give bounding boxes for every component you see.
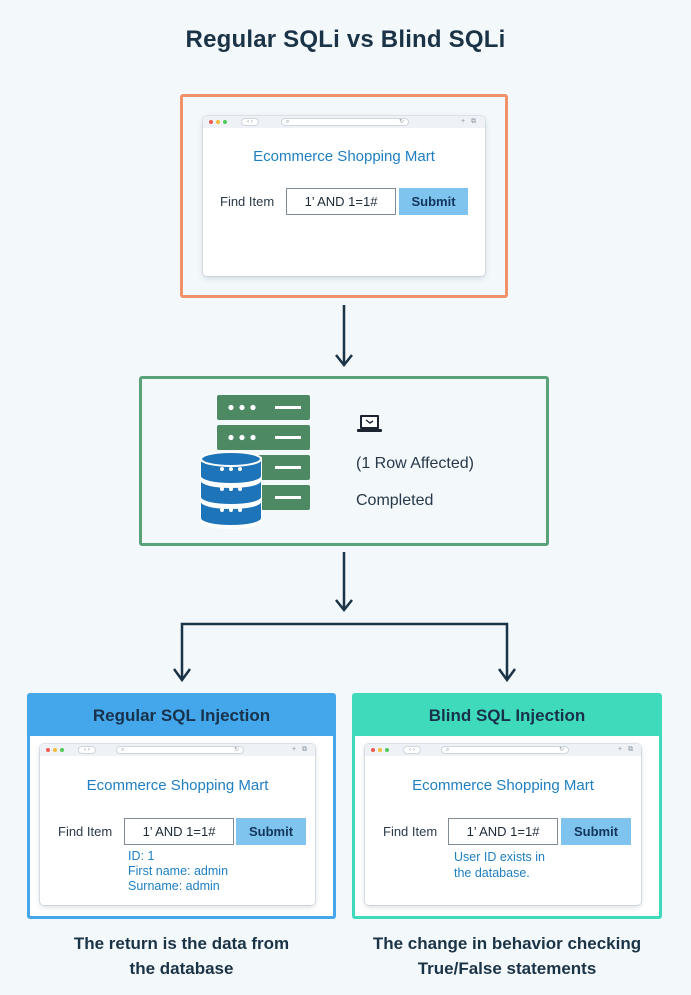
regular-caption: The return is the data from the database: [27, 931, 336, 981]
maximize-dot-icon[interactable]: [385, 748, 389, 752]
blind-caption-line: True/False statements: [417, 959, 597, 978]
url-bar[interactable]: ⌕↻: [116, 746, 244, 754]
nav-arrows-icon[interactable]: ‹ ›: [241, 118, 259, 126]
browser-title-bar: ‹ › ⌕↻ + ⧉: [40, 744, 315, 756]
find-item-label: Find Item: [58, 824, 113, 839]
regular-caption-line: The return is the data from: [73, 934, 290, 953]
completed-text: Completed: [356, 492, 434, 509]
search-icon: ⌕: [121, 747, 125, 753]
copy-icon[interactable]: ⧉: [471, 118, 476, 125]
copy-icon[interactable]: ⧉: [302, 746, 307, 753]
shop-name: Ecommerce Shopping Mart: [412, 777, 594, 794]
search-icon: ⌕: [446, 747, 450, 753]
url-bar[interactable]: ⌕↻: [281, 118, 409, 126]
find-item-label: Find Item: [383, 824, 438, 839]
submit-button[interactable]: Submit: [399, 188, 468, 215]
close-dot-icon[interactable]: [209, 120, 213, 124]
search-icon: ⌕: [286, 119, 290, 125]
regular-sqli-header: Regular SQL Injection: [30, 696, 333, 736]
new-tab-icon[interactable]: +: [618, 746, 623, 753]
find-item-input[interactable]: 1’ AND 1=1#: [124, 818, 234, 845]
laptop-icon: [357, 415, 382, 432]
find-item-input[interactable]: 1’ AND 1=1#: [286, 188, 396, 215]
maximize-dot-icon[interactable]: [60, 748, 64, 752]
result-surname: Surname: admin: [128, 879, 220, 893]
shop-name: Ecommerce Shopping Mart: [86, 777, 269, 794]
shop-name: Ecommerce Shopping Mart: [253, 148, 435, 165]
submit-button[interactable]: Submit: [236, 818, 306, 845]
database-box: [139, 376, 549, 546]
nav-arrows-icon[interactable]: ‹ ›: [403, 746, 421, 754]
new-tab-icon[interactable]: +: [461, 118, 466, 125]
nav-arrows-icon[interactable]: ‹ ›: [78, 746, 96, 754]
page-title: Regular SQLi vs Blind SQLi: [185, 26, 506, 53]
reload-icon[interactable]: ↻: [558, 747, 564, 753]
regular-browser-window: ‹ › ⌕↻ + ⧉ Ecommerce Shopping Mart Find …: [40, 744, 315, 905]
close-dot-icon[interactable]: [371, 748, 375, 752]
find-item-input[interactable]: 1’ AND 1=1#: [448, 818, 558, 845]
result-user-exists: User ID exists in: [454, 850, 545, 864]
result-in-database: the database.: [454, 866, 530, 880]
result-first-name: First name: admin: [128, 864, 229, 878]
minimize-dot-icon[interactable]: [53, 748, 57, 752]
browser-title-bar: ‹ › ⌕↻ + ⧉: [365, 744, 641, 756]
minimize-dot-icon[interactable]: [378, 748, 382, 752]
minimize-dot-icon[interactable]: [216, 120, 220, 124]
blind-caption-line: The change in behavior checking: [372, 934, 642, 953]
regular-caption-line: the database: [129, 959, 234, 978]
submit-button[interactable]: Submit: [561, 818, 631, 845]
copy-icon[interactable]: ⧉: [628, 746, 633, 753]
url-bar[interactable]: ⌕↻: [441, 746, 569, 754]
browser-title-bar: ‹ › ⌕↻ + ⧉: [203, 116, 485, 128]
blind-sqli-header: Blind SQL Injection: [355, 696, 659, 736]
arrow-split-icon: [172, 552, 517, 683]
blind-caption: The change in behavior checking True/Fal…: [346, 931, 668, 981]
arrow-down-icon: [335, 305, 353, 368]
find-item-label: Find Item: [220, 194, 275, 209]
new-tab-icon[interactable]: +: [292, 746, 297, 753]
reload-icon[interactable]: ↻: [233, 747, 239, 753]
blind-browser-window: ‹ › ⌕↻ + ⧉ Ecommerce Shopping Mart Find …: [365, 744, 641, 905]
database-icon: [200, 451, 262, 529]
reload-icon[interactable]: ↻: [398, 119, 404, 125]
rows-affected-text: (1 Row Affected): [356, 455, 474, 472]
query-input-box: [180, 94, 508, 298]
maximize-dot-icon[interactable]: [223, 120, 227, 124]
result-id: ID: 1: [128, 849, 155, 863]
close-dot-icon[interactable]: [46, 748, 50, 752]
top-browser-window: ‹ › ⌕↻ + ⧉ Ecommerce Shopping Mart Find …: [203, 116, 485, 276]
